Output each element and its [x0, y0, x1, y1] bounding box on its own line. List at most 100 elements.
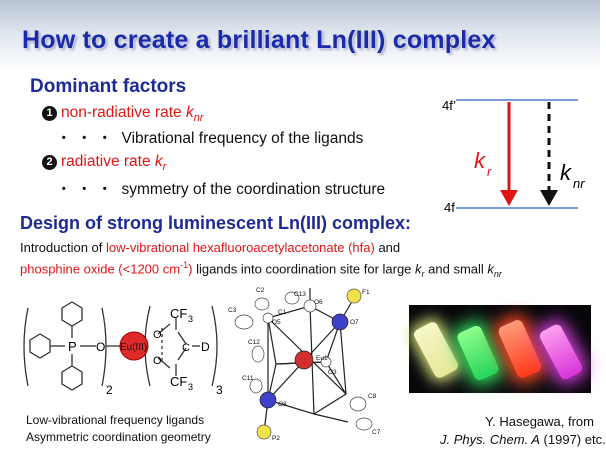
credit-year: (1997) etc.: [539, 432, 606, 447]
crystal-structure: C3 C2 C1 C13 O6 O5 O7 F1 C12 Eu1 O3 C11 …: [228, 287, 381, 442]
kr-arrow-head: [500, 190, 518, 206]
energy-level-diagram: 4f’ 4f k r k nr: [442, 98, 585, 215]
knr-subscript: nr: [573, 176, 585, 191]
rod-yellow: [411, 320, 461, 380]
factor2-label: radiative rate: [61, 153, 155, 170]
credit-author: Y. Hasegawa, from: [485, 414, 594, 429]
atom-c2: [254, 297, 270, 311]
oxygen-bottom-label: O: [153, 355, 162, 367]
cf3-top-subscript: 3: [188, 314, 193, 324]
cf3-top-label: CF: [170, 306, 187, 321]
atom-p2: [256, 424, 272, 440]
factor2-description: symmetry of the coordination structure: [121, 181, 386, 198]
bracket-left: [23, 307, 29, 387]
atom-c8: [349, 396, 367, 412]
atom-o6: [303, 299, 317, 313]
number-one-marker: 1: [42, 106, 57, 121]
design-text-intro: Introduction of: [20, 240, 106, 255]
design-text-hfa: low-vibrational hexafluoroacetylacetonat…: [106, 240, 375, 255]
structure-caption: Low-vibrational frequency ligands Asymme…: [26, 412, 211, 446]
label-c13: C13: [294, 291, 306, 298]
design-text-small: and small: [424, 261, 488, 277]
factor2-symbol: k: [154, 153, 163, 170]
factor2-subscript: r: [162, 161, 167, 174]
phenyl-ring-top: [61, 301, 83, 327]
cf3-bottom-label: CF: [170, 374, 187, 389]
credit-citation: J. Phys. Chem. A (1997) etc.: [440, 431, 606, 449]
europium-label: Eu(III): [120, 342, 147, 353]
factor2-dots: ・・・: [56, 181, 118, 198]
design-heading: Design of strong luminescent Ln(III) com…: [20, 213, 412, 233]
design-line-1: Introduction of low-vibrational hexafluo…: [20, 240, 400, 255]
phenyl-ring-bottom: [61, 365, 83, 391]
credit-journal: J. Phys. Chem. A: [440, 432, 540, 447]
label-c11: C11: [242, 375, 254, 382]
factor1-description: Vibrational frequency of the ligands: [121, 130, 364, 147]
atom-c1: [284, 291, 300, 305]
knr-arrow-head: [540, 190, 558, 206]
luminescent-rods-photo: [409, 305, 591, 393]
atom-c7: [355, 417, 373, 431]
caption-line-1: Low-vibrational frequency ligands: [26, 413, 205, 427]
design-text-close-paren: ): [188, 261, 193, 277]
atom-o7: [331, 313, 349, 331]
design-text-k2: k: [487, 261, 494, 277]
design-text-sub-nr: nr: [493, 268, 502, 279]
label-o8: O8: [278, 401, 287, 408]
phosphine-oxygen-label: O: [96, 340, 105, 354]
design-text-k1: k: [415, 261, 422, 277]
factor2-desc-line: ・・・symmetry of the coordination structur…: [56, 177, 385, 199]
design-text-phosphine: phosphine oxide (<1200 cm: [20, 261, 181, 277]
factor1-subscript: nr: [193, 112, 204, 125]
label-o7: O7: [350, 319, 359, 326]
factor1-symbol: k: [185, 104, 194, 121]
subscript-three: 3: [216, 383, 223, 397]
atom-o8: [259, 391, 277, 409]
atom-c12: [251, 345, 265, 363]
label-o3: O3: [328, 369, 337, 376]
phenyl-ring-left: [29, 333, 51, 359]
knr-label: k: [560, 160, 572, 185]
label-c12: C12: [248, 339, 260, 346]
atom-eu1: [294, 350, 314, 370]
chemical-structure: P O Eu(III) O O CF 3 CF 3 C D 2 3: [23, 301, 223, 397]
label-c3: C3: [228, 307, 237, 314]
phosphorus-label: P: [68, 339, 77, 354]
atom-c11: [249, 378, 263, 394]
bracket2-right: [211, 305, 218, 387]
carbon-label: C: [182, 342, 190, 354]
atom-c3: [234, 314, 254, 330]
label-c7: C7: [372, 429, 381, 436]
europium-atom: [119, 331, 149, 361]
dominant-factors-heading: Dominant factors: [30, 76, 187, 97]
rod-red: [496, 318, 544, 380]
label-p2: P2: [272, 435, 280, 442]
atom-o3: [320, 356, 332, 368]
subscript-two: 2: [106, 383, 113, 397]
lower-level-label: 4f: [444, 200, 455, 215]
label-o5: O5: [272, 319, 281, 326]
design-line-2: phosphine oxide (<1200 cm-1) ligands int…: [20, 260, 502, 279]
upper-level-label: 4f’: [442, 98, 456, 113]
design-text-ligands: ligands into coordination site for large: [192, 261, 416, 277]
rod-green: [455, 323, 501, 383]
oxygen-top-label: O: [153, 329, 162, 341]
deuterium-label: D: [201, 340, 210, 354]
number-two-marker: 2: [42, 155, 57, 170]
title-banner: [0, 0, 600, 72]
factor1-dots: ・・・: [56, 130, 118, 147]
polyhedron-bottom: [267, 361, 347, 415]
label-o6: O6: [314, 299, 323, 306]
atom-f1: [346, 288, 362, 304]
slide-title: How to create a brilliant Ln(III) comple…: [22, 26, 496, 54]
label-c1: C1: [278, 309, 287, 316]
bracket-right: [101, 307, 107, 387]
design-text-and: and: [374, 240, 401, 255]
design-text-sub-r: r: [421, 268, 425, 279]
credit-text: Y. Hasegawa, from J. Phys. Chem. A (1997…: [440, 413, 606, 449]
kr-subscript: r: [487, 164, 492, 179]
kr-label: k: [474, 148, 486, 173]
factor1-desc-line: ・・・Vibrational frequency of the ligands: [56, 126, 363, 148]
label-c8: C8: [368, 393, 377, 400]
